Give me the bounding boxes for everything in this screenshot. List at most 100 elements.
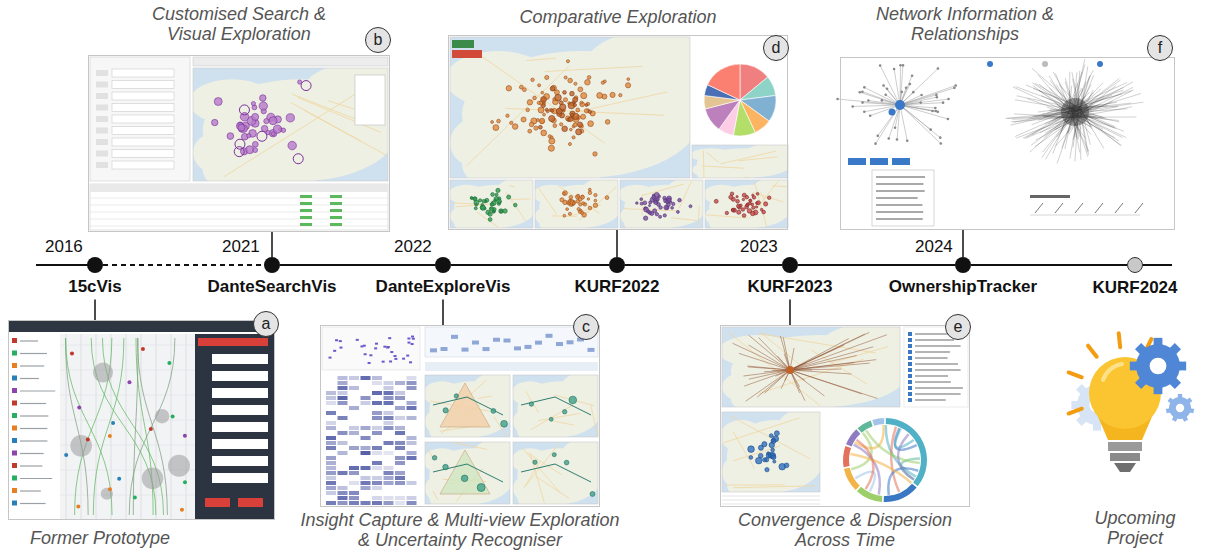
matrix-cell <box>338 471 348 475</box>
flow-line <box>739 353 790 370</box>
light-ray <box>1119 333 1120 347</box>
event-dot <box>180 508 184 512</box>
map-marker <box>576 129 582 135</box>
map-marker <box>742 193 746 197</box>
map-marker <box>593 152 597 156</box>
table-row <box>90 226 388 227</box>
chart-mark <box>1055 203 1063 213</box>
overview-mark <box>394 358 397 360</box>
map-road <box>730 416 809 458</box>
table-cell-mark <box>330 216 342 219</box>
map-marker <box>573 103 576 106</box>
map-frame <box>705 180 788 228</box>
map-marker <box>568 78 573 83</box>
map-marker <box>659 215 662 218</box>
input-field <box>112 150 174 158</box>
map-marker <box>253 148 258 153</box>
map-frame <box>450 180 533 228</box>
matrix-cell <box>349 471 359 475</box>
map-marker <box>569 396 577 404</box>
checkbox <box>908 332 912 336</box>
matrix-cell <box>384 501 394 505</box>
map-marker <box>550 136 553 139</box>
list-swatch <box>12 338 17 343</box>
map-marker <box>640 202 643 205</box>
milestone-dot: OwnershipTracker <box>955 257 971 273</box>
checkbox <box>908 344 912 348</box>
map-road <box>506 108 665 115</box>
checkbox <box>908 392 912 396</box>
map-marker <box>739 204 742 207</box>
matrix-cell <box>395 456 405 460</box>
map-marker <box>549 115 555 121</box>
map-marker <box>742 214 746 218</box>
matrix-cell <box>338 451 348 455</box>
matrix-cell <box>407 406 417 410</box>
flow-line <box>790 370 851 374</box>
map-marker <box>497 119 501 123</box>
matrix-cell <box>349 386 359 390</box>
map-marker <box>538 125 542 129</box>
map-land <box>560 375 598 409</box>
network-node <box>894 126 897 129</box>
network-node <box>879 64 882 67</box>
list-entry <box>876 204 922 206</box>
cluster-circle <box>70 435 92 457</box>
panel-button <box>198 338 268 346</box>
map-land <box>450 117 508 168</box>
map-marker <box>528 129 532 133</box>
legend-dot <box>987 61 993 67</box>
map-marker <box>663 214 666 217</box>
matrix-cell <box>338 486 348 490</box>
matrix-cell <box>372 426 382 430</box>
overview-mark <box>383 346 386 348</box>
map-marker <box>553 124 557 128</box>
matrix-cell <box>361 446 371 450</box>
map-road <box>591 406 598 437</box>
form-label <box>96 70 108 76</box>
map-ring <box>235 139 245 149</box>
checkbox <box>908 350 912 354</box>
map-marker <box>689 205 692 208</box>
flow-line <box>780 336 790 370</box>
map-marker <box>490 203 493 206</box>
map-land <box>496 180 533 206</box>
map-marker <box>534 126 538 130</box>
map-marker <box>503 209 507 213</box>
matrix-cell <box>395 406 405 410</box>
map-marker <box>588 188 591 191</box>
matrix-cell <box>384 441 394 445</box>
matrix-cell <box>372 431 382 435</box>
map-marker <box>731 208 735 212</box>
map-marker <box>269 117 277 125</box>
matrix-cell <box>384 386 394 390</box>
map-marker <box>581 195 585 199</box>
network-node <box>931 110 934 113</box>
panel-button <box>205 498 230 507</box>
network-node <box>874 142 877 145</box>
callout-letter: a <box>262 316 271 332</box>
map-marker <box>655 213 658 216</box>
map-ring <box>257 131 267 141</box>
map-marker <box>538 107 544 113</box>
network-node <box>836 98 839 101</box>
network-node <box>881 99 884 102</box>
table-row <box>90 205 388 206</box>
strip-cell <box>525 345 532 349</box>
map <box>450 37 690 178</box>
map-marker <box>581 114 586 119</box>
milestone-dot: KURF2022 <box>609 257 625 273</box>
map-road <box>753 193 783 202</box>
map-marker <box>755 206 757 208</box>
screenshot-panel: Comparative Explorationd <box>448 35 788 230</box>
gear-hole <box>1150 358 1167 375</box>
network-node <box>947 98 950 101</box>
table-cell-mark <box>300 209 312 212</box>
map-road <box>559 186 600 213</box>
chart-axis <box>1030 215 1140 216</box>
event-dot <box>117 477 121 481</box>
table-row <box>90 212 388 213</box>
list-entry <box>20 403 46 404</box>
map-frame <box>425 442 510 504</box>
network-node <box>939 136 942 139</box>
